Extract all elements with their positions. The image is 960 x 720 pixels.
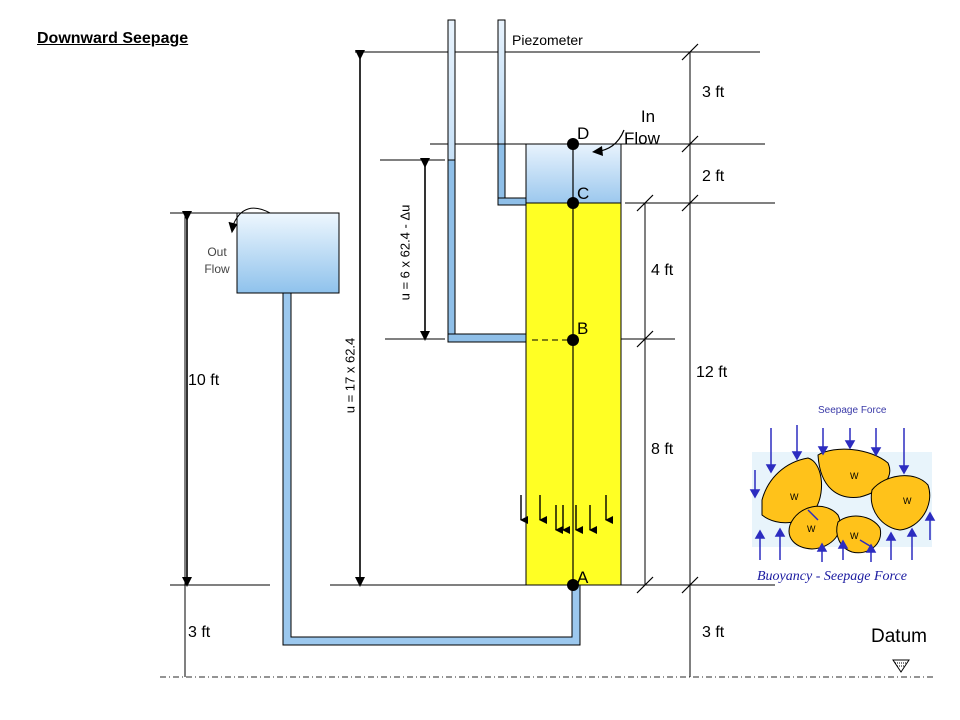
diagram-title: Downward Seepage (37, 30, 189, 47)
inset-arrows (749, 425, 936, 562)
u-b-label: u = 6 x 62.4 - Δu (397, 204, 413, 301)
inset-grain-labels: W W W W W (790, 471, 912, 541)
dim-3ft-right-bottom: 3 ft (702, 624, 725, 641)
datum-label: Datum (871, 626, 927, 647)
out-flow-label-line2: Flow (204, 262, 230, 276)
u-total-label: u = 17 x 62.4 (342, 337, 358, 414)
dim-3ft-left-bottom: 3 ft (188, 624, 211, 641)
piezometer-tubes (447, 19, 527, 343)
outflow-tank (236, 212, 340, 294)
inset-grains (752, 448, 932, 554)
dim-4ft: 4 ft (651, 262, 674, 279)
point-d-label: D (577, 124, 590, 143)
in-flow-label-line1: In (640, 107, 656, 126)
dim-3ft-top: 3 ft (702, 84, 725, 101)
grain-label-4: W (807, 524, 816, 534)
point-b-label: B (577, 319, 589, 338)
grain-label-2: W (790, 492, 799, 502)
grain-label-3: W (903, 496, 912, 506)
buoyancy-label: Buoyancy - Seepage Force (757, 569, 907, 584)
in-flow-label-line2: Flow (624, 129, 660, 148)
grain-label-1: W (850, 471, 859, 481)
out-flow-label: Out Flow (194, 244, 240, 278)
dim-10ft: 10 ft (188, 372, 220, 389)
piezometer-label: Piezometer (512, 32, 583, 48)
in-flow-label: In Flow (624, 106, 660, 150)
dim-12ft: 12 ft (696, 364, 728, 381)
dim-2ft: 2 ft (702, 168, 725, 185)
flow-arrows (520, 495, 613, 534)
seepage-force-label: Seepage Force (818, 405, 887, 416)
grain-label-5: W (850, 531, 859, 541)
dim-8ft: 8 ft (651, 441, 674, 458)
out-flow-label-line1: Out (207, 245, 227, 259)
out-flow-arrow (231, 207, 271, 229)
point-c-label: C (577, 184, 590, 203)
column-points (567, 138, 579, 591)
dimension-ticks (636, 43, 699, 594)
datum-symbol (892, 659, 910, 673)
point-a-label: A (577, 568, 589, 587)
